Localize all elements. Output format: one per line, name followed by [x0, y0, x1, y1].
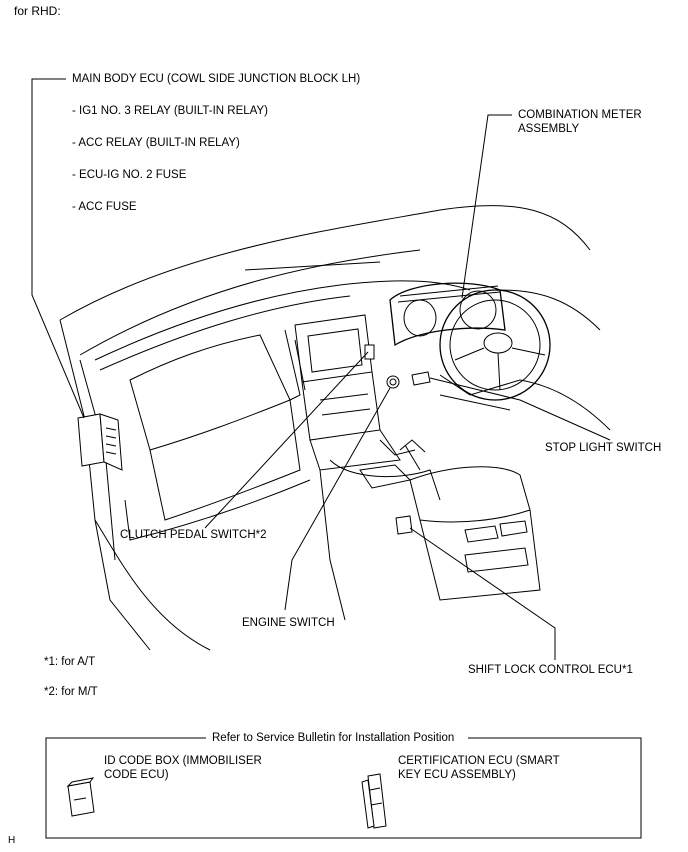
leader-lines	[31, 78, 611, 660]
shift-lock-ecu-shape	[395, 515, 413, 535]
stop-light-switch-label: STOP LIGHT SWITCH	[545, 442, 662, 454]
page-title: for RHD:	[14, 4, 61, 18]
combination-meter-label: COMBINATION METER ASSEMBLY	[518, 109, 642, 135]
acc-fuse-label: - ACC FUSE	[72, 201, 137, 213]
id-code-box-icon	[66, 777, 95, 817]
bulletin-box	[45, 737, 642, 839]
main-body-ecu-label: MAIN BODY ECU (COWL SIDE JUNCTION BLOCK …	[72, 73, 361, 85]
clutch-pedal-switch-label: CLUTCH PEDAL SWITCH*2	[120, 529, 267, 541]
figure-code: H	[8, 835, 16, 846]
dashboard-drawing	[59, 205, 611, 651]
acc-relay-label: - ACC RELAY (BUILT-IN RELAY)	[72, 137, 240, 149]
ig1-relay-label: - IG1 NO. 3 RELAY (BUILT-IN RELAY)	[72, 105, 268, 117]
engine-switch-shape	[386, 375, 400, 389]
ecu-ig-fuse-label: - ECU-IG NO. 2 FUSE	[72, 169, 187, 181]
note-at: *1: for A/T	[44, 656, 96, 668]
engine-switch-label: ENGINE SWITCH	[242, 617, 335, 629]
id-code-box-label: ID CODE BOX (IMMOBILISER CODE ECU)	[104, 755, 262, 781]
main-body-ecu-shape	[77, 413, 123, 471]
stop-light-switch-shape	[411, 371, 431, 386]
note-mt: *2: for M/T	[44, 686, 98, 698]
certification-ecu-icon	[361, 773, 387, 829]
clutch-pedal-switch-shape	[364, 344, 375, 360]
shift-lock-ecu-label: SHIFT LOCK CONTROL ECU*1	[468, 664, 633, 676]
certification-ecu-label: CERTIFICATION ECU (SMART KEY ECU ASSEMBL…	[398, 755, 560, 781]
bulletin-title: Refer to Service Bulletin for Installati…	[210, 731, 457, 745]
